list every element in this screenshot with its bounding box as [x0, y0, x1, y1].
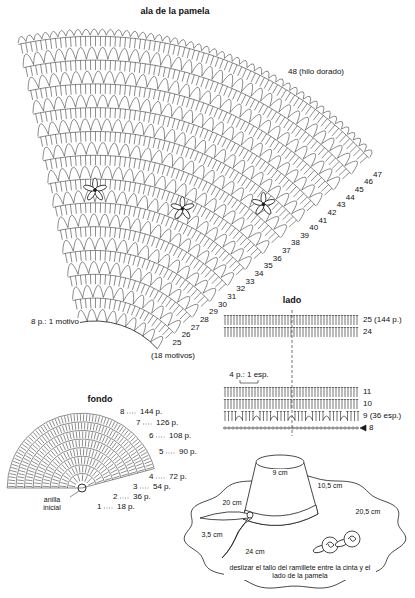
repeat-note: 8 p.: 1 motivo [30, 318, 80, 327]
hat-illustration [184, 455, 406, 588]
stitch-count: 36 p. [132, 493, 152, 502]
row-number: 48 (hilo dorado) [287, 68, 345, 77]
row-number: 8 [119, 408, 125, 417]
row-number: 25 [172, 339, 183, 348]
start-ring-note: anilla inicial [34, 496, 70, 511]
brim-chart [18, 29, 372, 349]
row-number: 7 [135, 419, 141, 428]
row-number: 8 [368, 424, 374, 433]
stitch-count: 126 p. [155, 419, 179, 428]
row-number: 10 [362, 400, 373, 409]
row-number: 1 [96, 503, 102, 512]
row-number: 24 [362, 328, 373, 337]
stitch-count: 90 p. [178, 448, 198, 457]
row-number: 2 [112, 493, 118, 502]
dimension: 24 cm [244, 548, 265, 556]
row-number: 11 [362, 388, 372, 397]
row-number: 9 (36 esp.) [362, 412, 402, 421]
chart-title: lado [282, 296, 303, 306]
chart-title: fondo [87, 395, 114, 405]
stitch-count: 54 p. [152, 483, 172, 492]
row-number: 6 [148, 432, 154, 441]
dimension: 20 cm [221, 499, 242, 507]
dimension: 9 cm [271, 469, 288, 477]
dimension: 3,5 cm [200, 531, 223, 539]
motif-count: (18 motivos) [150, 352, 196, 361]
repeat-note: 4 p.: 1 esp. [228, 371, 270, 380]
stitch-count: 108 p. [168, 432, 192, 441]
stitch-count: 72 p. [168, 473, 188, 482]
chart-title: ala de la pamela [139, 7, 210, 17]
stitch-count: 18 p. [116, 503, 136, 512]
row-number: 25 (144 p.) [362, 316, 403, 325]
side-chart [223, 310, 366, 436]
row-number: 5 [158, 448, 164, 457]
dimension: 10,5 cm [317, 482, 344, 490]
dimension: 20,5 cm [355, 508, 382, 516]
stitch-count: 144 p. [139, 408, 163, 417]
row-number: 3 [132, 483, 138, 492]
assembly-note: deslizar el tallo del ramillete entre la… [224, 564, 376, 579]
row-number: 4 [148, 473, 154, 482]
bottom-chart [7, 413, 176, 508]
